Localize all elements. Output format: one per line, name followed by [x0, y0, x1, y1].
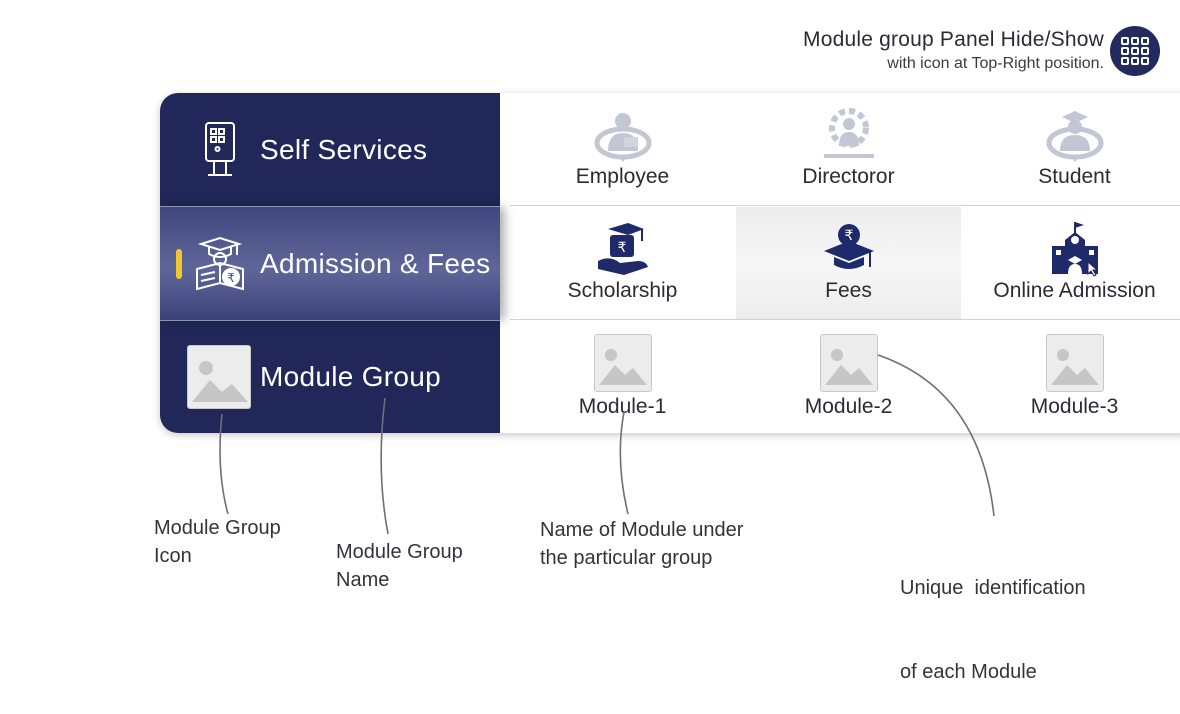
module-group-name: Module Group	[260, 361, 442, 392]
module-group-admission-fees[interactable]: ₹ Admission & Fees	[160, 207, 500, 320]
module-director[interactable]: Directoror	[736, 93, 961, 206]
module-name: Scholarship	[567, 279, 678, 302]
callout-module-name	[619, 411, 629, 515]
student-icon	[1043, 105, 1107, 165]
module-name: Student	[1038, 165, 1111, 188]
module-name: Directoror	[802, 165, 895, 188]
row-divider	[510, 319, 1180, 320]
module-name: Employee	[575, 165, 670, 188]
module-group-row: Module Group Module-1	[160, 321, 1180, 433]
module-name: Fees	[825, 279, 872, 302]
image-placeholder-icon	[187, 345, 251, 409]
module-online-admission[interactable]: Online Admission	[962, 207, 1180, 320]
module-employee[interactable]: Employee	[510, 93, 735, 206]
module-name: Online Admission	[993, 279, 1156, 302]
annotation-line: Name	[336, 569, 390, 591]
annotation-group-icon: Module Group Icon	[154, 514, 281, 570]
module-group-row: Self Services Employee	[160, 93, 1180, 206]
director-icon	[817, 105, 881, 165]
kiosk-icon	[190, 120, 250, 180]
annotation-module-name: Name of Module under the particular grou…	[540, 516, 743, 572]
annotation-line: Module Group	[154, 517, 281, 539]
module-scholarship[interactable]: ₹ Scholarship	[510, 207, 735, 320]
note-subtitle: with icon at Top-Right position.	[887, 55, 1104, 72]
module-name: Module-2	[804, 395, 893, 418]
module-group-name: Self Services	[260, 133, 428, 165]
svg-text:₹: ₹	[617, 240, 626, 256]
svg-text:₹: ₹	[844, 228, 853, 244]
module-group-generic[interactable]: Module Group	[160, 321, 500, 433]
annotation-line: the particular group	[540, 547, 713, 569]
module-group-name: Admission & Fees	[260, 247, 491, 279]
online-admission-icon	[1043, 219, 1107, 279]
annotation-line: Icon	[154, 545, 192, 567]
module-1[interactable]: Module-1	[510, 321, 735, 433]
annotation-line: Name of Module under	[540, 519, 744, 541]
annotation-line: Module Group	[336, 541, 463, 563]
active-indicator	[176, 249, 182, 279]
module-list: Employee Directoror	[500, 93, 1180, 206]
image-placeholder-icon	[817, 333, 881, 393]
callout-lines	[219, 354, 995, 535]
fees-icon: ₹	[817, 219, 881, 279]
annotation-line: Unique identification	[900, 577, 1086, 599]
module-name: Module-1	[578, 395, 667, 418]
module-2[interactable]: Module-2	[736, 321, 961, 433]
svg-text:₹: ₹	[227, 271, 235, 285]
module-student[interactable]: Student	[962, 93, 1180, 206]
module-name: Module-3	[1030, 395, 1119, 418]
callout-module-id	[877, 354, 995, 517]
annotation-line: of each Module	[900, 661, 1037, 683]
module-group-self-services[interactable]: Self Services	[160, 93, 500, 206]
module-panel: Self Services Employee	[160, 93, 1180, 433]
employee-icon	[591, 105, 655, 165]
note-title: Module group Panel Hide/Show	[803, 28, 1104, 51]
graduate-reading-icon: ₹	[190, 234, 250, 294]
group-divider	[160, 206, 500, 207]
image-placeholder-icon	[1043, 333, 1107, 393]
annotation-group-name: Module Group Name	[336, 538, 463, 594]
annotation-module-id: Unique identification of each Module	[900, 518, 1086, 714]
callout-group-name	[380, 397, 389, 535]
module-group-row: ₹ Scholarship ₹ Fees	[160, 207, 1180, 320]
module-list: ₹ Scholarship ₹ Fees	[510, 207, 1180, 320]
module-fees[interactable]: ₹ Fees	[736, 207, 961, 320]
grid-icon	[1121, 37, 1149, 65]
callout-group-icon	[219, 413, 229, 515]
module-list: Module-1 Module-2	[500, 321, 1180, 433]
scholarship-icon: ₹	[591, 219, 655, 279]
row-divider	[510, 205, 1180, 206]
panel-toggle-button[interactable]	[1110, 26, 1160, 76]
panel-toggle-note: Module group Panel Hide/Show with icon a…	[803, 27, 1104, 75]
module-3[interactable]: Module-3	[962, 321, 1180, 433]
group-divider	[160, 320, 500, 321]
image-placeholder-icon	[591, 333, 655, 393]
